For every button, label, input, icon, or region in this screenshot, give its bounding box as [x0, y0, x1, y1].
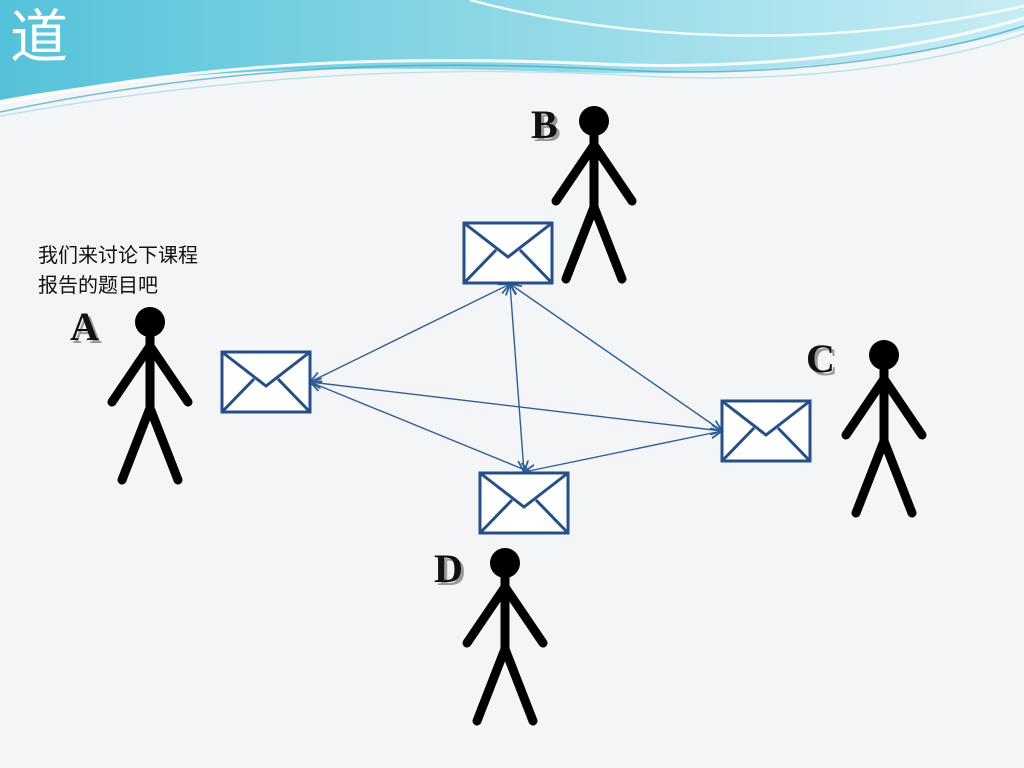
- envelope-icon-c: [720, 399, 812, 463]
- arrow-a-c: [310, 382, 722, 431]
- arrow-a-d: [310, 382, 530, 472]
- label-c: C: [806, 336, 835, 381]
- stick-figure-icon-b: [556, 106, 632, 279]
- speech-text: 我们来讨论下课程 报告的题目吧: [38, 240, 268, 300]
- stick-figure-icon-d: [467, 548, 543, 721]
- slide-title: 道: [10, 3, 69, 71]
- speech-line-2: 报告的题目吧: [38, 273, 158, 297]
- envelope-icon-a: [220, 350, 312, 414]
- stick-figure-icon-a: [112, 307, 188, 480]
- arrow-a-b: [310, 284, 510, 382]
- label-c-shadow: C: [809, 339, 838, 384]
- mail-arrows: [310, 284, 722, 472]
- stick-figure-icon-c: [846, 340, 922, 513]
- label-b-shadow: B: [534, 105, 561, 150]
- speech-line-1: 我们来讨论下课程: [38, 243, 198, 267]
- label-d-shadow: D: [437, 549, 466, 594]
- person-labels: A A B B C C D D: [70, 102, 838, 594]
- arrow-c-d: [524, 431, 722, 472]
- label-d: D: [434, 546, 463, 591]
- header-wave: [0, 0, 1024, 117]
- arrow-b-d: [510, 284, 524, 472]
- envelope-icon-d: [478, 471, 570, 535]
- label-a-shadow: A: [73, 307, 102, 352]
- label-a: A: [70, 304, 99, 349]
- arrow-b-c: [510, 284, 722, 431]
- label-b: B: [531, 102, 558, 147]
- envelope-icon-b: [462, 221, 554, 285]
